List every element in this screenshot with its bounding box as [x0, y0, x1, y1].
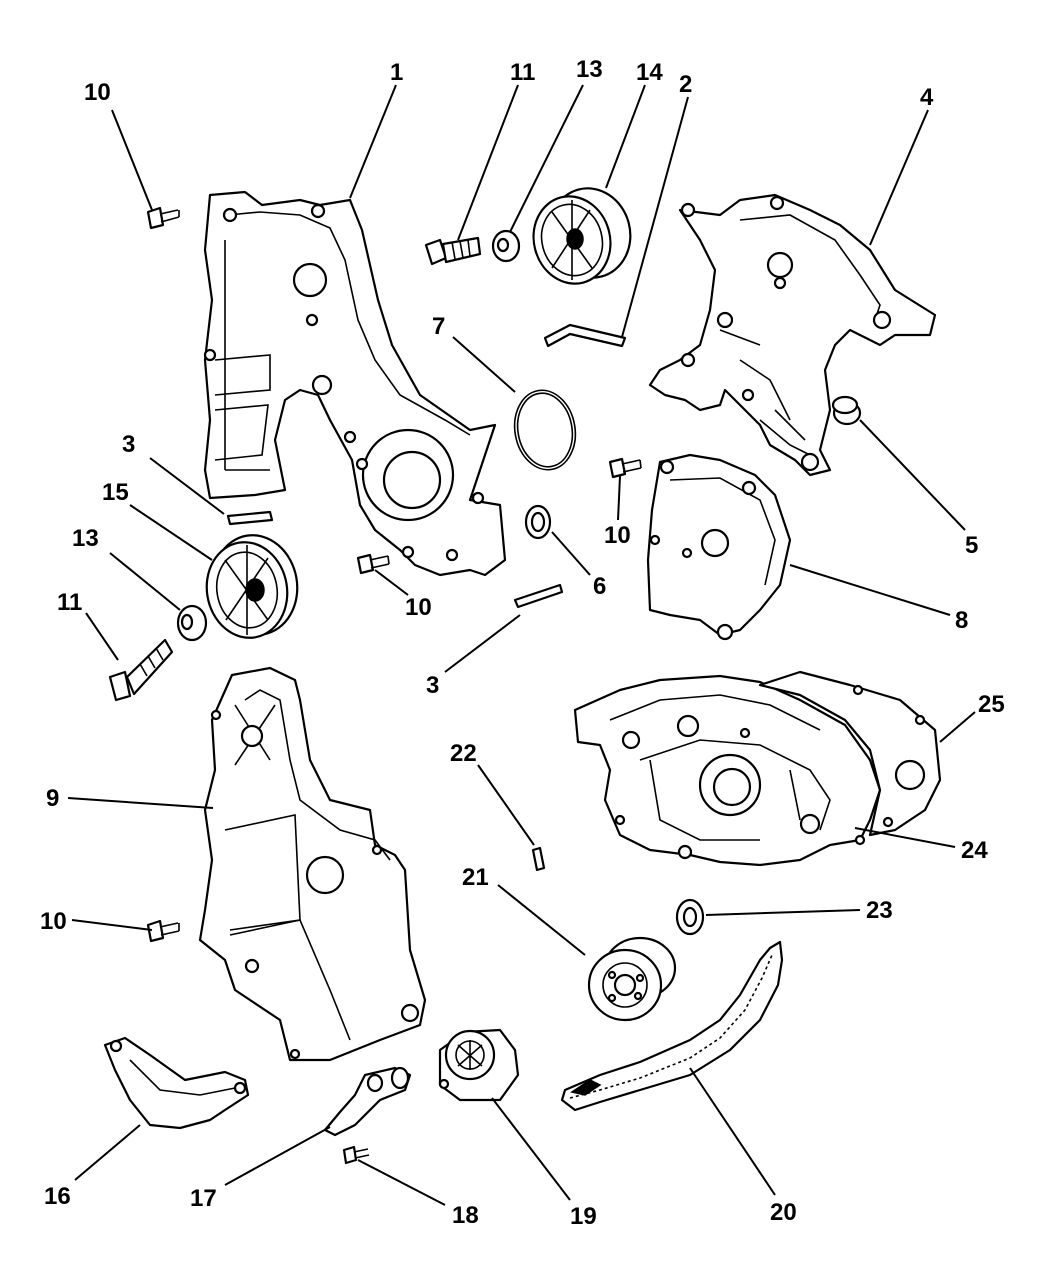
- leader-5: [859, 419, 966, 531]
- bolt-upper-part: [424, 236, 482, 266]
- camshaft-sprocket-upper-part: [532, 187, 632, 285]
- callout-6: 6: [593, 573, 606, 600]
- leader-14: [605, 84, 646, 189]
- callout-25: 25: [978, 691, 1005, 718]
- bolt-10-center-part: [356, 553, 390, 575]
- leader-2: [621, 96, 689, 338]
- bolt-10-right-part: [608, 457, 642, 479]
- leader-24: [854, 827, 956, 848]
- leader-7: [452, 336, 516, 393]
- callout-3: 3: [122, 431, 135, 458]
- callout-10: 10: [405, 594, 432, 621]
- callout-8: 8: [955, 607, 968, 634]
- callout-10: 10: [604, 522, 631, 549]
- key-left-part: [226, 510, 274, 526]
- leader-22: [477, 764, 535, 846]
- callout-21: 21: [462, 864, 489, 891]
- small-bolt-part: [342, 1145, 370, 1165]
- leader-10a: [111, 109, 153, 211]
- leader-18: [357, 1159, 446, 1206]
- leader-17: [224, 1126, 331, 1186]
- washer-left-part: [176, 604, 208, 642]
- callout-labels: 1 2 3 3 4 5 6 7 8 9 10 10 10 10 11 11 13…: [40, 56, 1005, 1230]
- leader-8: [789, 564, 951, 616]
- oil-pump-housing-part: [573, 674, 882, 867]
- leader-13a: [509, 84, 584, 233]
- timing-belt-part: [560, 940, 784, 1112]
- washer-upper-part: [491, 229, 521, 263]
- leader-19: [491, 1097, 571, 1201]
- belt-guard-part: [103, 1036, 250, 1130]
- inner-timing-cover-part: [646, 453, 792, 641]
- leader-11a: [457, 84, 519, 241]
- o-ring-part: [513, 389, 577, 471]
- leader-25: [939, 711, 976, 743]
- callout-24: 24: [961, 837, 988, 864]
- callout-11: 11: [57, 589, 82, 616]
- callout-18: 18: [452, 1202, 479, 1229]
- callout-11: 11: [510, 59, 535, 86]
- callout-10: 10: [40, 908, 67, 935]
- leader-6: [551, 531, 591, 576]
- leader-1: [349, 84, 397, 199]
- callout-13: 13: [576, 56, 603, 83]
- gasket-part: [758, 670, 942, 837]
- leader-21: [497, 884, 586, 956]
- callout-10: 10: [84, 79, 111, 106]
- front-timing-cover-part: [198, 666, 427, 1062]
- mounting-bracket-part: [648, 193, 937, 477]
- callout-3: 3: [426, 672, 439, 699]
- crank-seal-part: [675, 898, 705, 936]
- leader-11b: [85, 612, 119, 661]
- leader-10c: [617, 475, 621, 521]
- tensioner-arm-part: [323, 1066, 412, 1137]
- callout-16: 16: [44, 1183, 71, 1210]
- leader-15: [129, 504, 213, 561]
- callout-20: 20: [770, 1199, 797, 1226]
- oil-seal-part: [524, 504, 552, 540]
- key-right-part: [513, 583, 564, 609]
- leader-10b: [374, 569, 409, 596]
- bolt-10-upper-left-part: [146, 206, 180, 230]
- dowel-pin-part: [531, 846, 546, 872]
- callout-1: 1: [390, 59, 403, 86]
- key-upper-part: [543, 323, 627, 348]
- rear-timing-cover-part: [203, 190, 507, 577]
- leader-3b: [444, 614, 521, 673]
- callout-15: 15: [102, 479, 129, 506]
- callout-2: 2: [679, 71, 692, 98]
- leader-23: [705, 909, 861, 916]
- camshaft-sprocket-left-part: [205, 534, 299, 639]
- leader-16: [74, 1124, 141, 1181]
- crankshaft-sprocket-part: [587, 936, 677, 1022]
- callout-17: 17: [190, 1185, 217, 1212]
- bolt-left-part: [108, 638, 174, 702]
- leader-4: [869, 109, 929, 246]
- callout-14: 14: [636, 59, 663, 86]
- leader-20: [689, 1067, 776, 1196]
- callout-4: 4: [920, 84, 934, 111]
- leader-lines: [67, 84, 976, 1206]
- leader-9: [67, 797, 214, 809]
- callout-19: 19: [570, 1203, 597, 1230]
- callout-5: 5: [965, 532, 978, 559]
- leader-10d: [71, 919, 153, 931]
- callout-9: 9: [46, 785, 59, 812]
- bolt-10-lower-left-part: [146, 919, 180, 943]
- callout-7: 7: [432, 313, 445, 340]
- callout-22: 22: [450, 740, 477, 767]
- leader-13b: [109, 552, 181, 611]
- callout-23: 23: [866, 897, 893, 924]
- tensioner-pulley-part: [438, 1028, 520, 1102]
- plug-part: [831, 395, 862, 426]
- leader-3a: [149, 457, 225, 515]
- callout-13: 13: [72, 525, 99, 552]
